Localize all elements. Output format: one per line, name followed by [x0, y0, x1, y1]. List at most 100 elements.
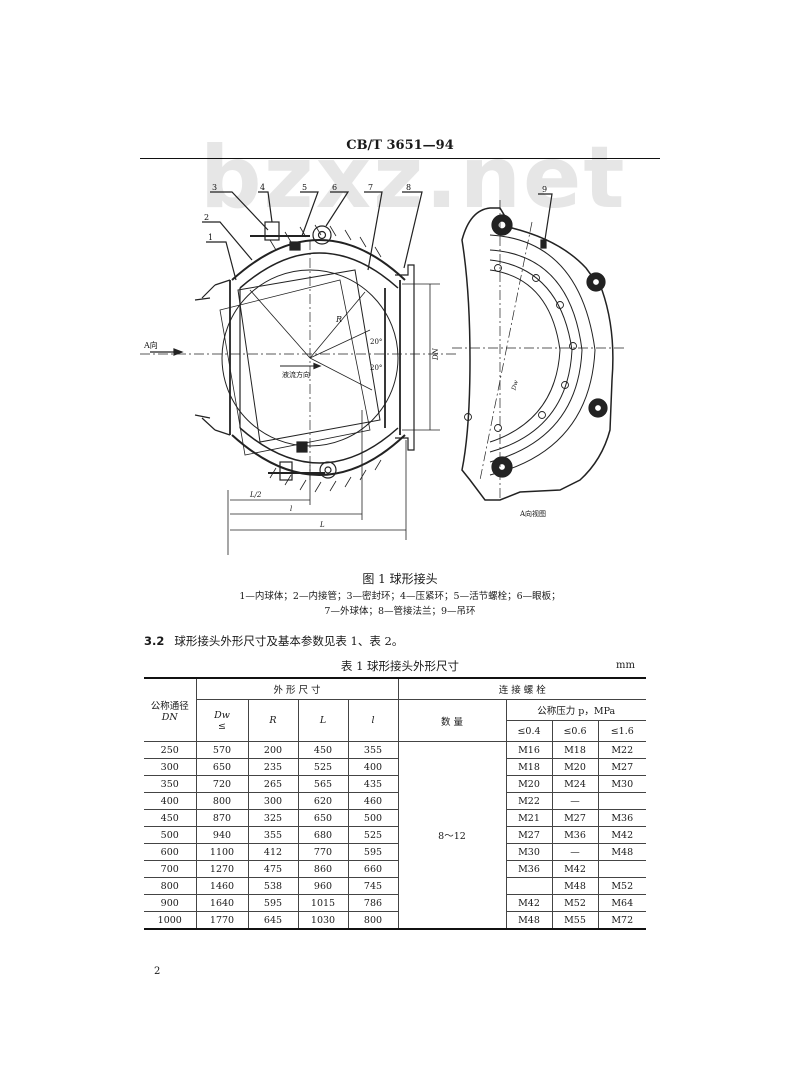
cell-bolt-p3: M22 [597, 741, 646, 759]
cell-bolt-p1: M48 [505, 911, 553, 930]
cell-bolt-p1: M20 [505, 775, 553, 793]
cell-bolt-p2: M52 [551, 894, 599, 912]
cell-quantity: 8～12 [397, 741, 507, 930]
cell-l: 565 [297, 775, 349, 793]
cell-l: 680 [297, 826, 349, 844]
cell-l: 1015 [297, 894, 349, 912]
cell-r: 235 [247, 758, 299, 776]
dw-label: Dw [510, 379, 520, 392]
cell-dn: 800 [144, 877, 197, 895]
side-view-caption: A向视图 [519, 509, 546, 518]
cell-l: 660 [347, 860, 399, 878]
cell-l: 460 [347, 792, 399, 810]
cell-dw: 1640 [195, 894, 249, 912]
header-r: R [247, 699, 299, 742]
cell-bolt-p1: M42 [505, 894, 553, 912]
cell-bolt-p3: M52 [597, 877, 646, 895]
cell-dn: 450 [144, 809, 197, 827]
cell-dn: 400 [144, 792, 197, 810]
cell-bolt-p2: M48 [551, 877, 599, 895]
flow-direction-label: 液流方向 [282, 370, 310, 379]
cell-dw: 720 [195, 775, 249, 793]
header-L: L [297, 699, 349, 742]
section-text: 球形接头外形尺寸及基本参数见表 1、表 2。 [174, 634, 404, 648]
cell-dw: 650 [195, 758, 249, 776]
cell-bolt-p3: M42 [597, 826, 646, 844]
cell-l: 400 [347, 758, 399, 776]
figure-legend-line-2: 7—外球体；8—管接法兰；9—吊环 [324, 606, 476, 617]
cell-dw: 800 [195, 792, 249, 810]
header-rule [140, 158, 660, 159]
cell-bolt-p3: M36 [597, 809, 646, 827]
header-dn: 公称通径 DN [144, 677, 197, 742]
cell-bolt-p3 [597, 860, 646, 878]
cell-dn: 300 [144, 758, 197, 776]
drawing-svg: 3 4 5 6 7 8 2 1 9 A向 液流方向 R 20° 20° DN L… [140, 183, 624, 555]
cell-bolt-p2: M55 [551, 911, 599, 930]
cell-bolt-p2: M24 [551, 775, 599, 793]
cell-dw: 870 [195, 809, 249, 827]
header-bolts: 连 接 螺 栓 [397, 677, 646, 700]
cell-l: 1030 [297, 911, 349, 930]
standard-code-header: CB/T 3651—94 [346, 138, 454, 153]
cell-r: 355 [247, 826, 299, 844]
header-pressure: 公称压力 p，MPa [505, 699, 646, 721]
cell-dn: 700 [144, 860, 197, 878]
cell-dn: 900 [144, 894, 197, 912]
cell-bolt-p2: — [551, 792, 599, 810]
header-p3: ≤1.6 [597, 720, 646, 742]
cell-l: 745 [347, 877, 399, 895]
cell-dn: 350 [144, 775, 197, 793]
cell-r: 475 [247, 860, 299, 878]
half-length-label: L/2 [249, 491, 262, 499]
cell-dw: 1770 [195, 911, 249, 930]
cell-l: 435 [347, 775, 399, 793]
cell-bolt-p1: M30 [505, 843, 553, 861]
part-label-8: 8 [406, 183, 411, 192]
cell-bolt-p2: M42 [551, 860, 599, 878]
angle-top-label: 20° [370, 338, 382, 346]
cell-r: 645 [247, 911, 299, 930]
part-label-6: 6 [332, 183, 337, 192]
cell-r: 200 [247, 741, 299, 759]
cell-bolt-p2: M20 [551, 758, 599, 776]
part-label-7: 7 [368, 183, 373, 192]
cell-l: 650 [297, 809, 349, 827]
cell-l: 620 [297, 792, 349, 810]
radius-label: R [335, 315, 342, 324]
part-label-9: 9 [542, 185, 547, 194]
header-dimensions: 外 形 尺 寸 [195, 677, 399, 700]
cell-l: 500 [347, 809, 399, 827]
cell-r: 538 [247, 877, 299, 895]
cell-l: 595 [347, 843, 399, 861]
cell-dn: 1000 [144, 911, 197, 930]
cell-l: 800 [347, 911, 399, 930]
page-number: 2 [154, 966, 161, 977]
cell-l: 770 [297, 843, 349, 861]
cell-l: 450 [297, 741, 349, 759]
cell-bolt-p1: M22 [505, 792, 553, 810]
cell-l: 960 [297, 877, 349, 895]
cell-dn: 250 [144, 741, 197, 759]
cell-bolt-p3: M64 [597, 894, 646, 912]
cell-bolt-p3 [597, 792, 646, 810]
cell-bolt-p1 [505, 877, 553, 895]
cell-bolt-p3: M30 [597, 775, 646, 793]
part-label-2: 2 [204, 213, 209, 222]
cell-bolt-p1: M16 [505, 741, 553, 759]
header-dw: Dw ≤ [196, 699, 249, 742]
cell-bolt-p3: M48 [597, 843, 646, 861]
cell-dw: 570 [195, 741, 249, 759]
header-p1: ≤0.4 [506, 720, 553, 742]
cell-bolt-p1: M18 [505, 758, 553, 776]
figure-caption: 图 1 球形接头 [362, 572, 438, 586]
figure-legend-line-1: 1—内球体；2—内接管；3—密封环；4—压紧环；5—活节螺栓；6—眼板； [239, 591, 561, 602]
